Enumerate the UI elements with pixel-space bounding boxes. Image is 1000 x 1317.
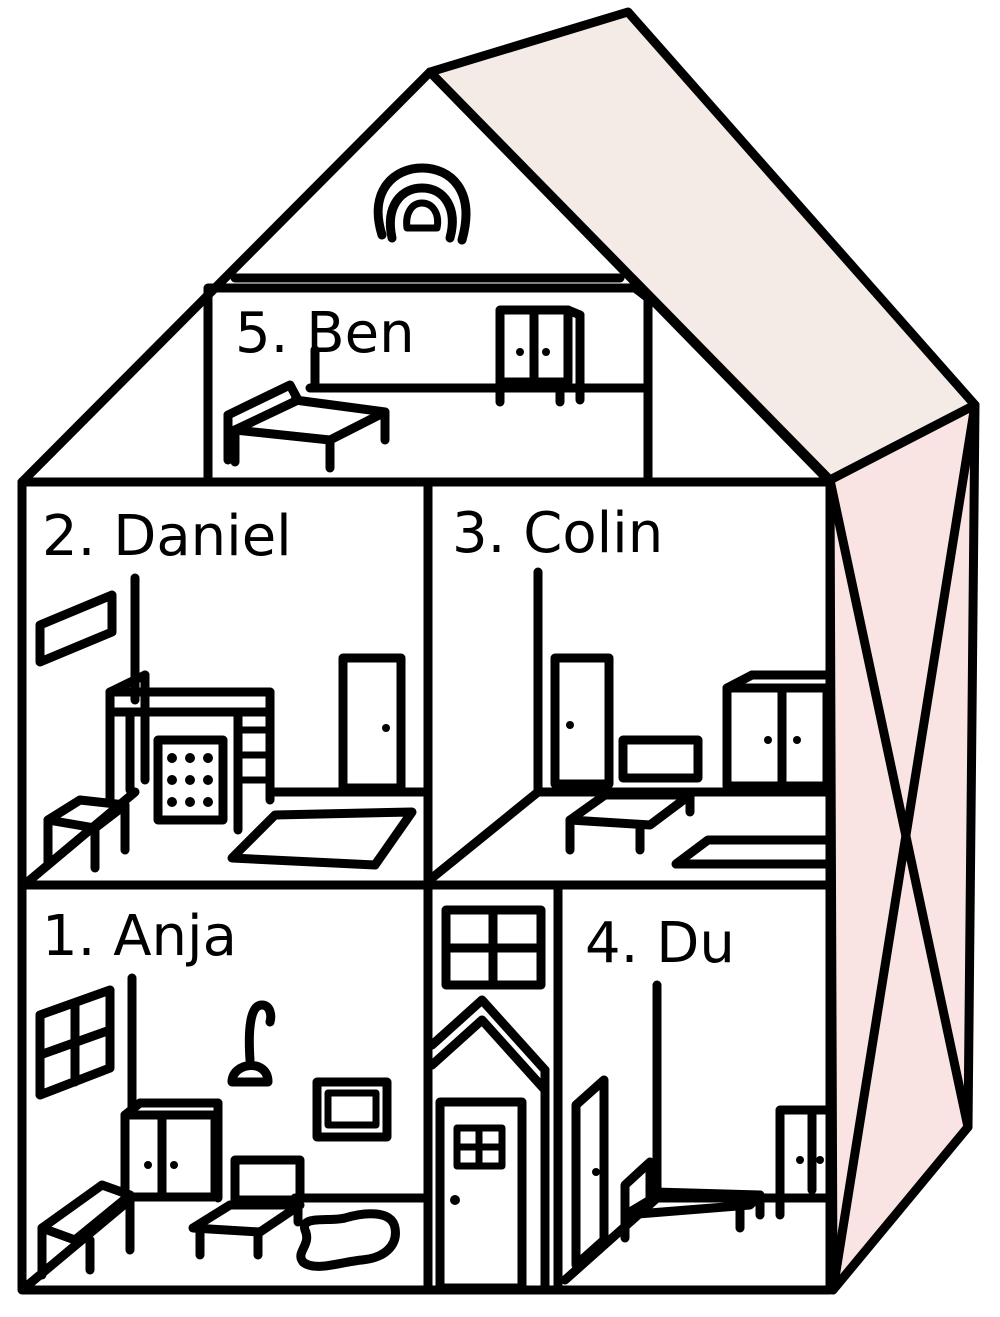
rug-icon (227, 807, 417, 870)
window-icon (35, 985, 115, 1100)
door-icon (550, 653, 614, 789)
room-label-daniel: 2. Daniel (42, 504, 292, 569)
room-label-colin: 3. Colin (452, 501, 663, 566)
wardrobe-icon (722, 670, 832, 791)
room-label-ben: 5. Ben (235, 301, 415, 366)
bed-icon (223, 380, 390, 473)
room-label-du: 4. Du (585, 911, 735, 976)
picture-icon (35, 590, 117, 667)
desk-icon (43, 795, 130, 873)
wardrobe-icon (495, 305, 585, 407)
rug-icon (671, 835, 831, 869)
room-ben: 5. Ben (223, 301, 585, 473)
bed-icon (188, 1155, 305, 1260)
wardrobe-icon (120, 1098, 223, 1203)
door-icon (338, 653, 406, 793)
window-icon (441, 905, 546, 990)
bunk-bed-icon (105, 670, 275, 835)
side-cross-1 (825, 475, 973, 1132)
picture-icon (312, 1077, 392, 1142)
bed-icon (620, 1157, 765, 1243)
side-cross-2 (828, 400, 980, 1295)
desk-icon (37, 1180, 135, 1280)
room-daniel: 2. Daniel (25, 504, 430, 885)
room-du: 4. Du (560, 911, 831, 1285)
front-door-icon (427, 995, 550, 1293)
room-label-anja: 1. Anja (42, 904, 237, 969)
wardrobe-icon (775, 1105, 831, 1220)
hallway (427, 905, 550, 1293)
lamp-icon (227, 1000, 276, 1087)
bed-icon (565, 735, 703, 855)
roof-side-face (425, 7, 980, 485)
shelf-icon (153, 735, 228, 825)
door-icon (571, 1075, 609, 1270)
attic-room (203, 283, 653, 485)
rug-icon (296, 1209, 400, 1271)
room-anja: 1. Anja (23, 904, 430, 1290)
attic-window-icon (373, 163, 471, 245)
room-colin: 3. Colin (427, 501, 832, 883)
